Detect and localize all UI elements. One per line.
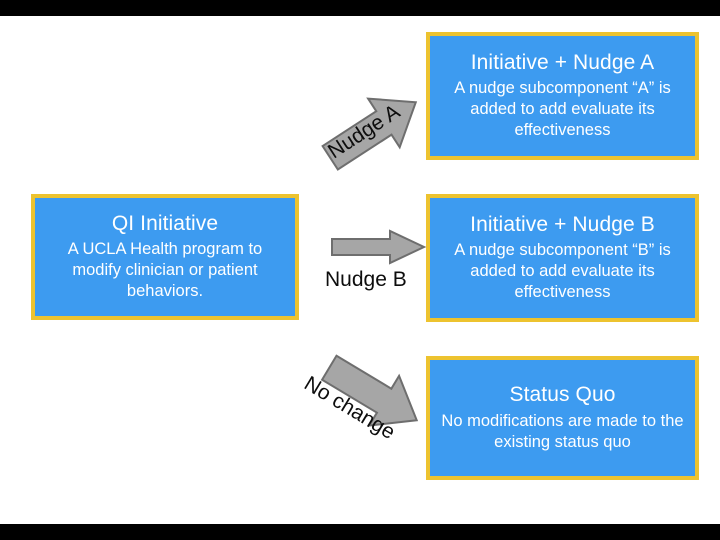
diagram-area: QI Initiative A UCLA Health program to m…: [0, 16, 720, 524]
node-qi-initiative[interactable]: QI Initiative A UCLA Health program to m…: [31, 194, 299, 320]
letterbox-band-bottom: [0, 524, 720, 540]
node-body: A nudge subcomponent “A” is added to add…: [454, 79, 671, 140]
node-title: Status Quo: [509, 383, 616, 407]
node-title: Initiative + Nudge B: [470, 212, 655, 236]
arrow-label-nudge-b: Nudge B: [325, 268, 407, 291]
node-body: No modifications are made to the existin…: [441, 411, 684, 451]
node-title: QI Initiative: [111, 211, 219, 235]
node-body: A nudge subcomponent “B” is added to add…: [454, 241, 671, 302]
arrow-down-right-icon: [318, 348, 428, 440]
node-status-quo[interactable]: Status Quo No modifications are made to …: [426, 356, 699, 480]
node-initiative-nudge-a[interactable]: Initiative + Nudge A A nudge subcomponen…: [426, 32, 699, 160]
arrow-up-right-icon: [318, 84, 428, 176]
node-initiative-nudge-b[interactable]: Initiative + Nudge B A nudge subcomponen…: [426, 194, 699, 322]
arrow-right-icon: [330, 229, 427, 265]
letterbox-band-top: [0, 0, 720, 16]
node-body: A UCLA Health program to modify clinicia…: [67, 240, 263, 301]
node-title: Initiative + Nudge A: [470, 50, 655, 74]
